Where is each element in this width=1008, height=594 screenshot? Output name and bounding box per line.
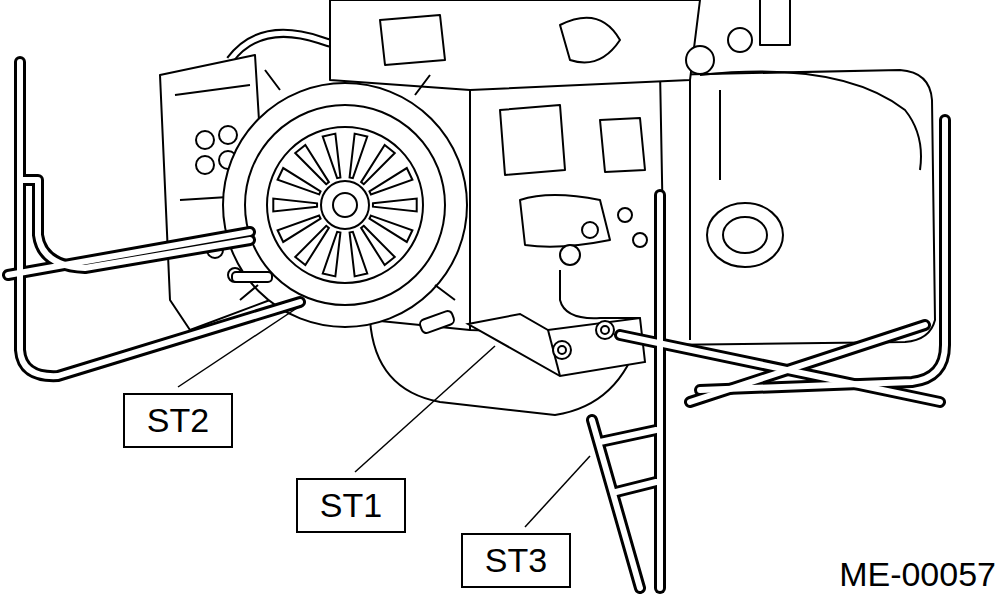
- engine-bracket: [468, 314, 645, 376]
- callout-label: ST2: [147, 403, 209, 437]
- callout-box: ST3: [461, 533, 571, 588]
- callout-box: ST2: [123, 393, 233, 448]
- figure-code: ME-00057: [839, 557, 996, 591]
- callout-box: ST1: [296, 478, 406, 533]
- callout-label: ST3: [485, 543, 547, 577]
- callout-label: ST1: [320, 488, 382, 522]
- diaphragm-spring: [273, 134, 416, 277]
- engine-stand: [8, 62, 945, 588]
- engine: [160, 0, 935, 415]
